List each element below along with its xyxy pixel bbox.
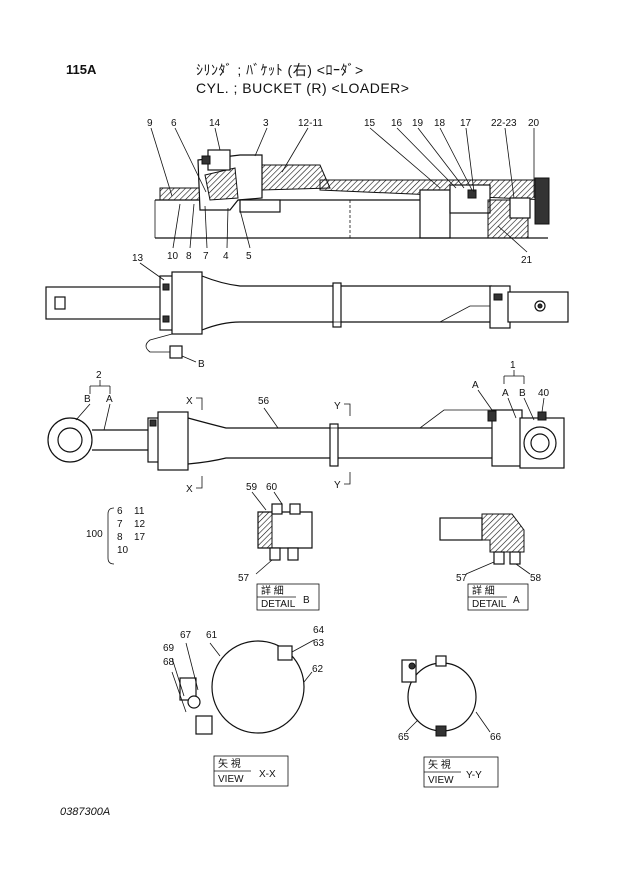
- callout-A-base: A: [502, 388, 509, 399]
- callout-59: 59: [246, 482, 258, 493]
- callout-8: 8: [186, 251, 192, 262]
- detail-b-label-jp: 詳 細: [261, 584, 284, 597]
- detail-a: 57 58 詳 細 DETAIL A: [439, 513, 542, 611]
- callout-18: 18: [434, 118, 446, 129]
- title-english: CYL. ; BUCKET (R) <LOADER>: [196, 80, 410, 96]
- callout-61: 61: [206, 630, 218, 641]
- section-mark-Y-bottom: Y: [334, 480, 341, 491]
- callout-68: 68: [163, 657, 175, 668]
- title-japanese: ｼﾘﾝﾀﾞ ; ﾊﾞｹｯﾄ (右) <ﾛｰﾀﾞ>: [196, 62, 364, 78]
- callout-16: 16: [391, 118, 403, 129]
- callout-19: 19: [412, 118, 424, 129]
- callout-17: 17: [460, 118, 472, 129]
- callout-64: 64: [313, 625, 325, 636]
- callout-20: 20: [528, 118, 540, 129]
- kit-part-10: 10: [117, 545, 129, 556]
- callout-56: 56: [258, 396, 270, 407]
- callout-B-base: B: [519, 388, 526, 399]
- callout-67: 67: [180, 630, 192, 641]
- kit-number: 100: [86, 529, 103, 540]
- callout-63: 63: [313, 638, 325, 649]
- section-mark-Y-top: Y: [334, 401, 341, 412]
- detail-a-label-en: DETAIL: [472, 599, 507, 610]
- callout-B-side: B: [198, 359, 205, 370]
- callout-14: 14: [209, 118, 221, 129]
- callout-4: 4: [223, 251, 229, 262]
- view-xx: 67 61 64 63 69 68 62 矢 視 VIEW X-X: [163, 625, 325, 787]
- kit-part-12: 12: [134, 519, 146, 530]
- callout-9: 9: [147, 118, 153, 129]
- view-yy: 65 66 矢 視 VIEW Y-Y: [398, 655, 502, 788]
- section-mark-X-bottom: X: [186, 484, 193, 495]
- view-yy-label-jp: 矢 視: [428, 758, 451, 771]
- detail-b: 59 60 57 詳 細 DETAIL B: [238, 482, 320, 611]
- page-number: 115A: [66, 62, 97, 77]
- side-view: 13 B: [45, 253, 569, 370]
- detail-a-id: A: [513, 595, 520, 606]
- callout-57-b: 57: [238, 573, 250, 584]
- section-mark-X-top: X: [186, 396, 193, 407]
- callout-10: 10: [167, 251, 179, 262]
- view-xx-label-jp: 矢 視: [218, 757, 241, 770]
- kit-part-6: 6: [117, 506, 123, 517]
- document-code: 0387300A: [60, 806, 111, 818]
- section-view: 9 6 14 3 12-11 15 16 19 18 17 22-23 20 1…: [147, 118, 550, 266]
- callout-3: 3: [263, 118, 269, 129]
- callout-22-23: 22-23: [491, 118, 517, 129]
- detail-b-id: B: [303, 595, 310, 606]
- kit-part-11: 11: [134, 506, 145, 517]
- callout-21: 21: [521, 255, 533, 266]
- kit-part-7: 7: [117, 519, 123, 530]
- detail-b-label-en: DETAIL: [261, 599, 296, 610]
- callout-15: 15: [364, 118, 376, 129]
- callout-40: 40: [538, 388, 550, 399]
- kit-part-8: 8: [117, 532, 123, 543]
- callout-1: 1: [510, 360, 516, 371]
- callout-A-eye: A: [106, 394, 113, 405]
- kit-table: 100 6 7 8 10 11 12 17: [86, 506, 146, 565]
- callout-65: 65: [398, 732, 410, 743]
- view-xx-label-en: VIEW: [218, 774, 244, 785]
- detail-a-label-jp: 詳 細: [472, 584, 495, 597]
- callout-13: 13: [132, 253, 144, 264]
- kit-part-17: 17: [134, 532, 146, 543]
- view-yy-label-en: VIEW: [428, 775, 454, 786]
- view-xx-id: X-X: [259, 769, 276, 780]
- callout-A-fitting: A: [472, 380, 479, 391]
- callout-5: 5: [246, 251, 252, 262]
- callout-7: 7: [203, 251, 209, 262]
- callout-66: 66: [490, 732, 502, 743]
- front-view: 2 B A X 56 Y A 1 A B 40 X Y: [47, 360, 565, 495]
- callout-B-eye: B: [84, 394, 91, 405]
- callout-60: 60: [266, 482, 278, 493]
- callout-12-11: 12-11: [298, 118, 323, 129]
- callout-57-a: 57: [456, 573, 468, 584]
- callout-6: 6: [171, 118, 177, 129]
- callout-62: 62: [312, 664, 324, 675]
- callout-58: 58: [530, 573, 542, 584]
- callout-69: 69: [163, 643, 175, 654]
- callout-2: 2: [96, 370, 102, 381]
- view-yy-id: Y-Y: [466, 770, 482, 781]
